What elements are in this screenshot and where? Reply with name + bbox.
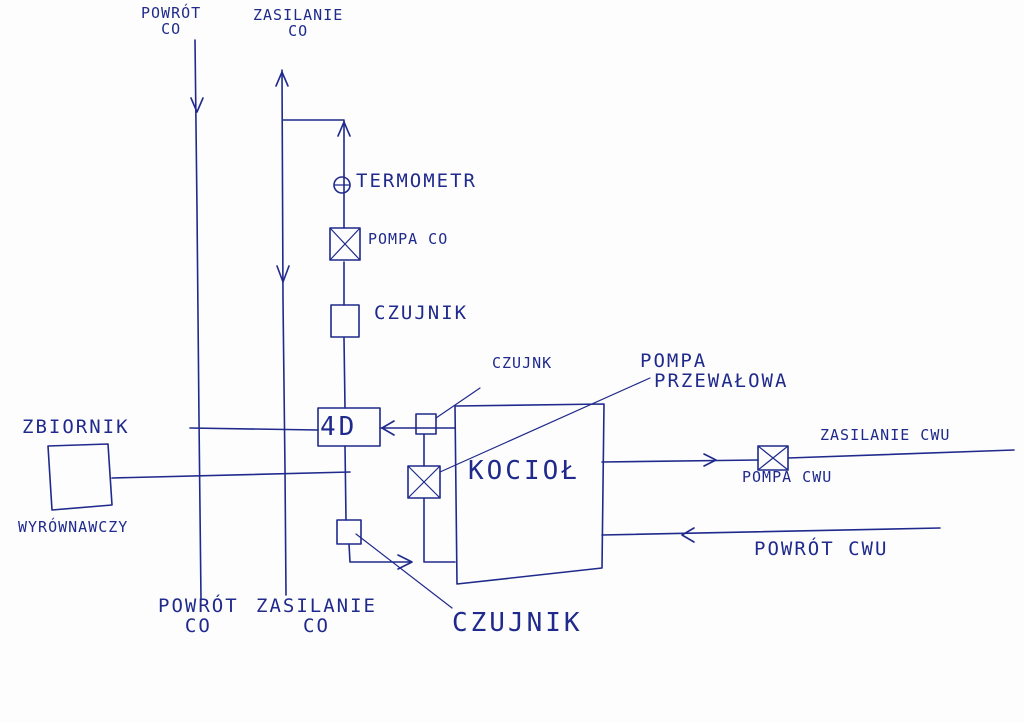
label-zasilanie-co-top-line1: ZASILANIE <box>253 6 344 24</box>
label-powrot-co-bottom: POWRÓT CO <box>158 595 239 637</box>
zbiornik-symbol <box>47 443 113 511</box>
czujnik-mid-symbol <box>415 413 437 435</box>
label-zbiornik: ZBIORNIK <box>22 416 130 438</box>
pompa-przewalowa-cross <box>407 465 441 499</box>
label-zasilanie-co-top: ZASILANIE CO <box>253 6 344 40</box>
return-to-boiler <box>348 543 411 563</box>
pompa-cwu-cross <box>757 445 789 471</box>
cwu-supply-line <box>601 459 759 463</box>
label-powrot-co-bottom-line1: POWRÓT <box>158 595 239 617</box>
label-czujnik-bottom: CZUJNIK <box>452 608 583 638</box>
branch-top-arrow <box>337 121 351 137</box>
cwu-return-arrow <box>681 527 695 543</box>
label-powrot-co-top-line2: CO <box>161 19 182 38</box>
kociol-symbol <box>454 403 605 585</box>
return-arrow <box>397 554 413 570</box>
label-pompa-co: POMPA CO <box>368 230 449 248</box>
label-pompa-przewalowa-line1: POMPA <box>640 350 708 372</box>
label-zasilanie-co-top-line2: CO <box>288 21 309 40</box>
bypass-pipe <box>423 433 456 563</box>
label-powrot-cwu: POWRÓT CWU <box>754 538 889 560</box>
powrot-co-arrow <box>190 97 204 113</box>
label-wyrownawczy: WYRÓWNAWCZY <box>18 518 129 536</box>
label-powrot-co-bottom-line2: CO <box>184 614 212 637</box>
label-kociol: KOCIOŁ <box>468 456 580 486</box>
zawor-symbol <box>317 407 381 447</box>
czujnik-mid-leader <box>435 387 481 419</box>
cwu-supply-arrow <box>703 453 717 467</box>
zasilanie-co-pipe <box>281 69 287 596</box>
cwu-return-line <box>601 527 941 536</box>
pompa-przewalowa-leader <box>439 377 651 473</box>
pompa-co-cross <box>329 227 361 261</box>
zasilanie-co-arrow-down <box>276 265 290 283</box>
label-powrot-co-top: POWRÓT CO <box>141 4 202 38</box>
label-zasilanie-co-bottom-line1: ZASILANIE <box>256 595 377 617</box>
header-line <box>189 427 319 431</box>
label-zasilanie-co-bottom-line2: CO <box>303 614 330 637</box>
valve-arrow <box>381 420 395 436</box>
pompa-przewalowa-symbol <box>407 465 441 499</box>
label-termometr: TERMOMETR <box>356 170 477 192</box>
label-zasilanie-cwu: ZASILANIE CWU <box>820 426 951 444</box>
label-pompa-cwu: POMPA CWU <box>742 468 833 486</box>
label-czujnik-mid: CZUJNK <box>492 354 553 372</box>
label-pompa-przewalowa: POMPA PRZEWAŁOWA <box>640 350 789 392</box>
label-zawor: 4D <box>320 412 358 442</box>
czujnik-bottom-leader <box>355 533 453 609</box>
pompa-co-symbol <box>329 227 361 261</box>
tank-line <box>111 471 351 479</box>
label-czujnik-upper: CZUJNIK <box>374 302 469 324</box>
czujnik-upper-symbol <box>330 304 360 338</box>
column-pipe <box>343 174 346 409</box>
label-pompa-przewalowa-line2: PRZEWAŁOWA <box>654 369 789 392</box>
label-powrot-co-top-line1: POWRÓT <box>141 4 202 22</box>
zasilanie-co-arrow-up <box>275 71 289 87</box>
cwu-supply-out <box>787 449 1015 459</box>
branch-top <box>282 119 345 176</box>
column-lower <box>344 445 347 521</box>
powrot-co-pipe <box>194 39 202 601</box>
label-zasilanie-co-bottom: ZASILANIE CO <box>256 595 377 637</box>
czujnik-bottom-symbol <box>336 519 362 545</box>
